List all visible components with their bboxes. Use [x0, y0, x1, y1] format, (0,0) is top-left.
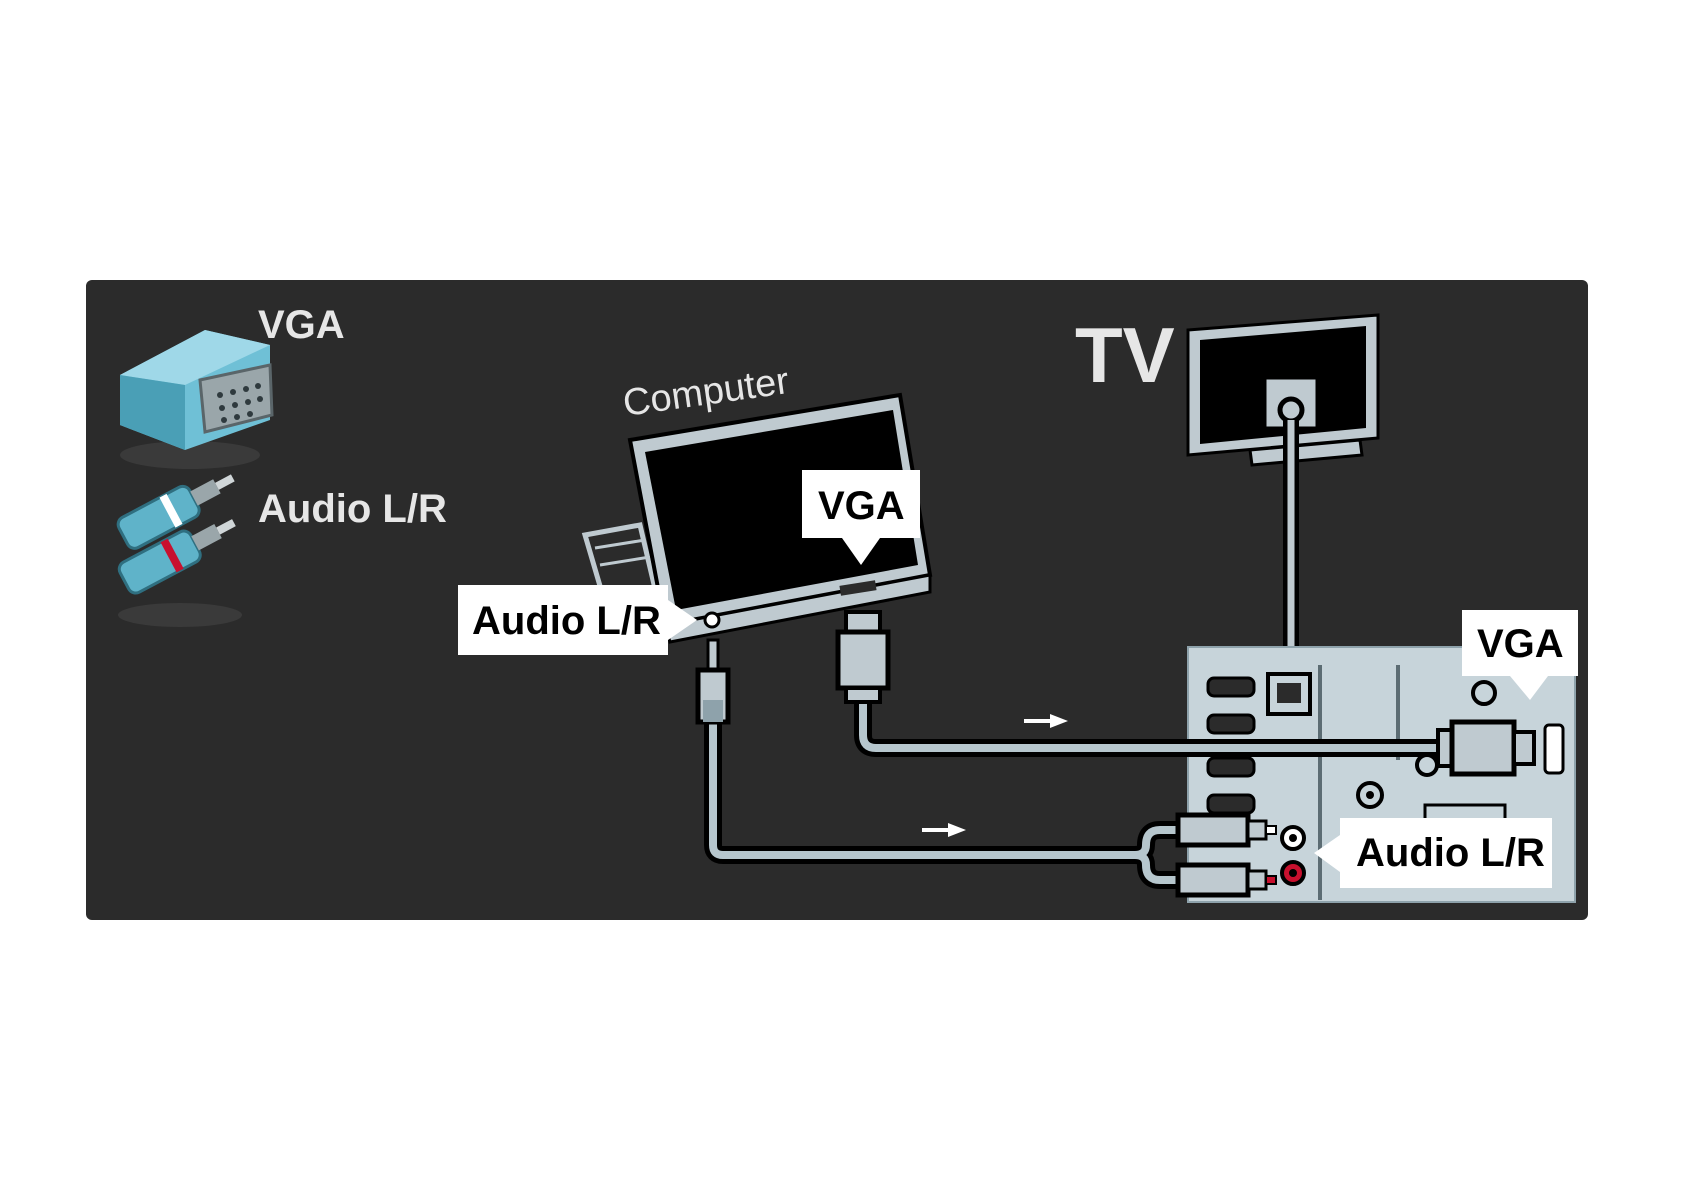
tv-vga-callout-text: VGA: [1477, 622, 1564, 666]
tv-label: TV: [1075, 311, 1175, 399]
tv-audio-callout-text: Audio L/R: [1356, 831, 1545, 875]
computer-vga-callout-text: VGA: [818, 484, 905, 528]
computer-audio-callout: Audio L/R: [458, 585, 697, 655]
legend-vga-label: VGA: [258, 303, 345, 347]
legend-audio-label: Audio L/R: [258, 487, 447, 531]
computer-audio-callout-text: Audio L/R: [472, 599, 661, 643]
tv-audio-callout: Audio L/R: [1314, 818, 1552, 888]
